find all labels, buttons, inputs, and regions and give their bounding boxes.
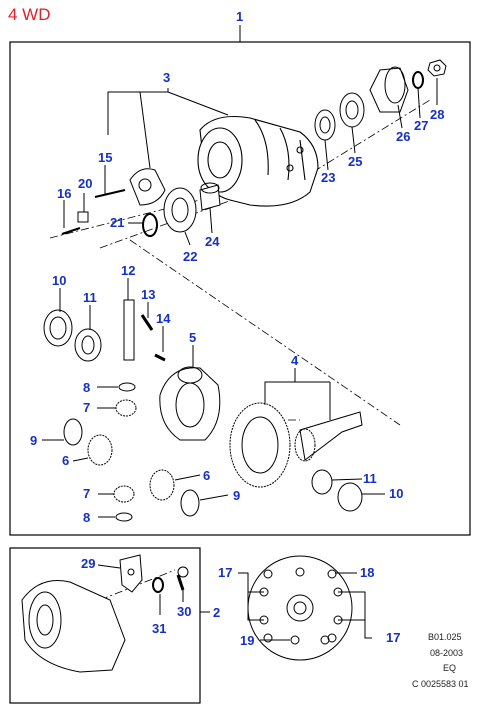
footer-code-1: B01.025 — [428, 632, 462, 642]
callout-27: 27 — [414, 118, 428, 133]
callout-17b: 17 — [386, 630, 400, 645]
footer-code-4: C 0025583 01 — [412, 679, 469, 689]
callout-16: 16 — [57, 186, 71, 201]
callout-31: 31 — [152, 621, 166, 636]
callout-30: 30 — [177, 604, 191, 619]
callout-10a: 10 — [52, 273, 66, 288]
callout-1: 1 — [236, 9, 243, 24]
callout-11b: 11 — [363, 471, 377, 486]
callout-25: 25 — [348, 154, 362, 169]
callout-23: 23 — [321, 170, 335, 185]
diagram-title: 4 WD — [8, 5, 51, 24]
callout-8b: 8 — [83, 510, 90, 525]
pinion-gear — [299, 411, 363, 461]
bolt-pattern-view — [247, 555, 353, 661]
washer-31 — [152, 577, 164, 593]
pinion-6a — [87, 434, 113, 466]
bearing-25 — [339, 92, 365, 128]
flange-26 — [369, 67, 409, 113]
ring-gear — [229, 402, 291, 488]
seal-23 — [314, 109, 336, 141]
diff-housing — [197, 115, 319, 207]
callout-6b: 6 — [203, 468, 210, 483]
bearing-cap — [129, 168, 166, 206]
callout-20: 20 — [78, 176, 92, 191]
bearing-race-10 — [43, 309, 73, 347]
callout-29: 29 — [81, 556, 95, 571]
callout-14: 14 — [156, 311, 171, 326]
cross-shaft — [123, 299, 135, 361]
bearing-11 — [74, 328, 102, 362]
rear-housing — [21, 580, 126, 673]
race-10b — [337, 482, 363, 512]
callout-10b: 10 — [389, 486, 403, 501]
callout-15: 15 — [98, 150, 112, 165]
footer-code-2: 08-2003 — [430, 648, 464, 658]
callout-4: 4 — [291, 353, 299, 368]
pinion-6b — [149, 469, 175, 501]
callout-9b: 9 — [233, 488, 240, 503]
callout-8a: 8 — [83, 380, 90, 395]
callout-11a: 11 — [83, 290, 97, 305]
callout-28: 28 — [430, 107, 444, 122]
callout-13: 13 — [141, 287, 155, 302]
footer-code-3: EQ — [443, 663, 457, 673]
callout-7a: 7 — [83, 400, 90, 415]
callout-9a: 9 — [30, 433, 37, 448]
thrust-washer-9a — [63, 418, 83, 446]
callout-3: 3 — [163, 70, 170, 85]
side-gear-7b — [113, 485, 135, 503]
callout-18: 18 — [360, 565, 374, 580]
callout-12: 12 — [121, 263, 135, 278]
diff-case — [159, 367, 221, 441]
callout-22: 22 — [183, 249, 197, 264]
o-ring — [142, 213, 158, 237]
callout-19: 19 — [240, 633, 254, 648]
callout-2: 2 — [213, 605, 220, 620]
bracket-29 — [119, 554, 143, 593]
callout-5: 5 — [189, 330, 196, 345]
callout-21: 21 — [110, 215, 124, 230]
sub-frame — [9, 547, 201, 704]
washer-8b — [115, 512, 133, 522]
pinion-bearing — [163, 187, 197, 233]
callout-26: 26 — [396, 129, 410, 144]
washer-8a — [118, 382, 136, 392]
callout-7b: 7 — [83, 486, 90, 501]
callout-17a: 17 — [218, 565, 232, 580]
callout-24: 24 — [205, 234, 220, 249]
side-gear-7a — [115, 399, 137, 417]
thrust-washer-9b — [180, 489, 200, 517]
bearing-11b — [311, 469, 333, 495]
callout-6a: 6 — [62, 453, 69, 468]
